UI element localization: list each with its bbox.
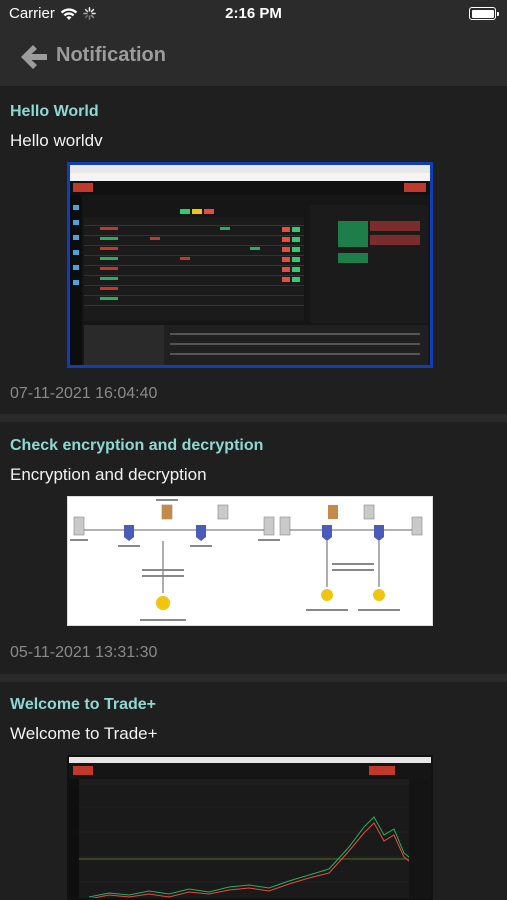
- notification-title: Check encryption and decryption: [10, 437, 264, 454]
- nav-bar: Notification: [0, 28, 507, 86]
- notification-card[interactable]: Hello World Hello worldv: [0, 86, 507, 414]
- back-button[interactable]: [19, 42, 49, 72]
- notification-list[interactable]: Hello World Hello worldv: [0, 86, 507, 900]
- notification-body: Welcome to Trade+: [10, 724, 158, 743]
- activity-spinner-icon: [83, 7, 96, 20]
- card-separator: [0, 674, 507, 682]
- notification-card[interactable]: Welcome to Trade+ Welcome to Trade+: [0, 682, 507, 900]
- carrier-label: Carrier: [9, 5, 55, 22]
- notification-title: Welcome to Trade+: [10, 696, 156, 713]
- status-bar: Carrier 2:16 PM: [0, 0, 507, 28]
- arrow-left-icon: [21, 45, 47, 69]
- encryption-diagram: [70, 499, 423, 621]
- notification-date: 05-11-2021 13:31:30: [10, 644, 158, 661]
- notification-image[interactable]: [67, 162, 433, 368]
- notification-title: Hello World: [10, 103, 99, 120]
- notification-image[interactable]: [67, 755, 433, 900]
- wifi-icon: [60, 7, 78, 20]
- page-title: Notification: [56, 44, 166, 66]
- trading-terminal-screenshot: [70, 165, 430, 365]
- card-separator: [0, 414, 507, 422]
- status-left: Carrier: [9, 5, 96, 22]
- battery-icon: [469, 7, 499, 20]
- candlestick-chart-screenshot: [69, 757, 431, 898]
- notification-date: 07-11-2021 16:04:40: [10, 385, 158, 402]
- notification-body: Encryption and decryption: [10, 465, 207, 484]
- notification-body: Hello worldv: [10, 131, 103, 150]
- status-time: 2:16 PM: [225, 5, 282, 22]
- notification-image[interactable]: [67, 496, 433, 626]
- notification-card[interactable]: Check encryption and decryption Encrypti…: [0, 422, 507, 674]
